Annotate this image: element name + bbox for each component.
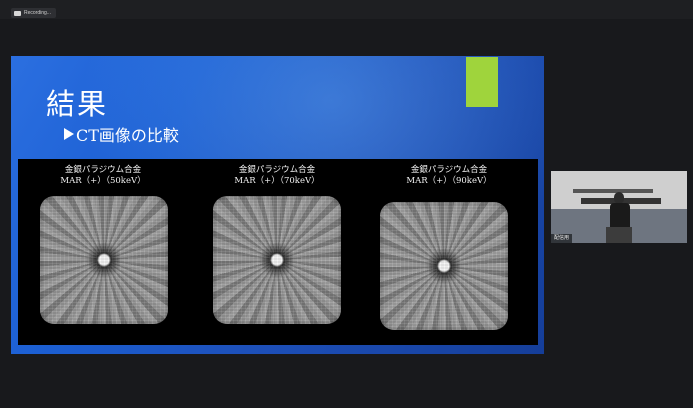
slide-subtitle: CT画像の比較 — [64, 122, 179, 146]
ct-caption-line1: 金銀パラジウム合金 — [410, 165, 488, 175]
presentation-slide: 結果 CT画像の比較 金銀パラジウム合金 MAR（+）（50keV） 金銀パラジ… — [11, 56, 544, 354]
podium — [606, 227, 632, 243]
triangle-bullet-icon — [64, 128, 74, 140]
ct-image-90kev — [380, 202, 508, 330]
ct-caption-50kev: 金銀パラジウム合金 MAR（+）（50keV） — [28, 165, 178, 187]
cloud-recording-icon — [14, 10, 21, 16]
banner-text-line — [573, 189, 653, 193]
recording-indicator[interactable]: Recording... — [11, 8, 56, 18]
slide-subtitle-text: CT画像の比較 — [76, 126, 179, 145]
ct-image-panel: 金銀パラジウム合金 MAR（+）（50keV） 金銀パラジウム合金 MAR（+）… — [18, 159, 538, 345]
ct-caption-line2: MAR（+）（90keV） — [406, 176, 492, 186]
slide-accent-square — [466, 57, 498, 107]
recording-label: Recording... — [24, 10, 51, 16]
ct-caption-70kev: 金銀パラジウム合金 MAR（+）（70keV） — [202, 165, 352, 187]
ct-image-50kev — [40, 196, 168, 324]
participant-name: 配信用 — [551, 234, 573, 243]
speaker-head — [614, 192, 624, 204]
ct-caption-line1: 金銀パラジウム合金 — [64, 165, 142, 175]
ct-caption-line2: MAR（+）（50keV） — [60, 176, 146, 186]
participant-video-tile[interactable]: 配信用 — [551, 171, 687, 243]
ct-caption-line2: MAR（+）（70keV） — [234, 176, 320, 186]
speaker-body — [610, 203, 630, 233]
ct-caption-line1: 金銀パラジウム合金 — [238, 165, 316, 175]
meeting-top-bar: Recording... — [0, 0, 693, 19]
ct-caption-90kev: 金銀パラジウム合金 MAR（+）（90keV） — [374, 165, 524, 187]
slide-title: 結果 — [46, 87, 109, 121]
ct-image-70kev — [213, 196, 341, 324]
